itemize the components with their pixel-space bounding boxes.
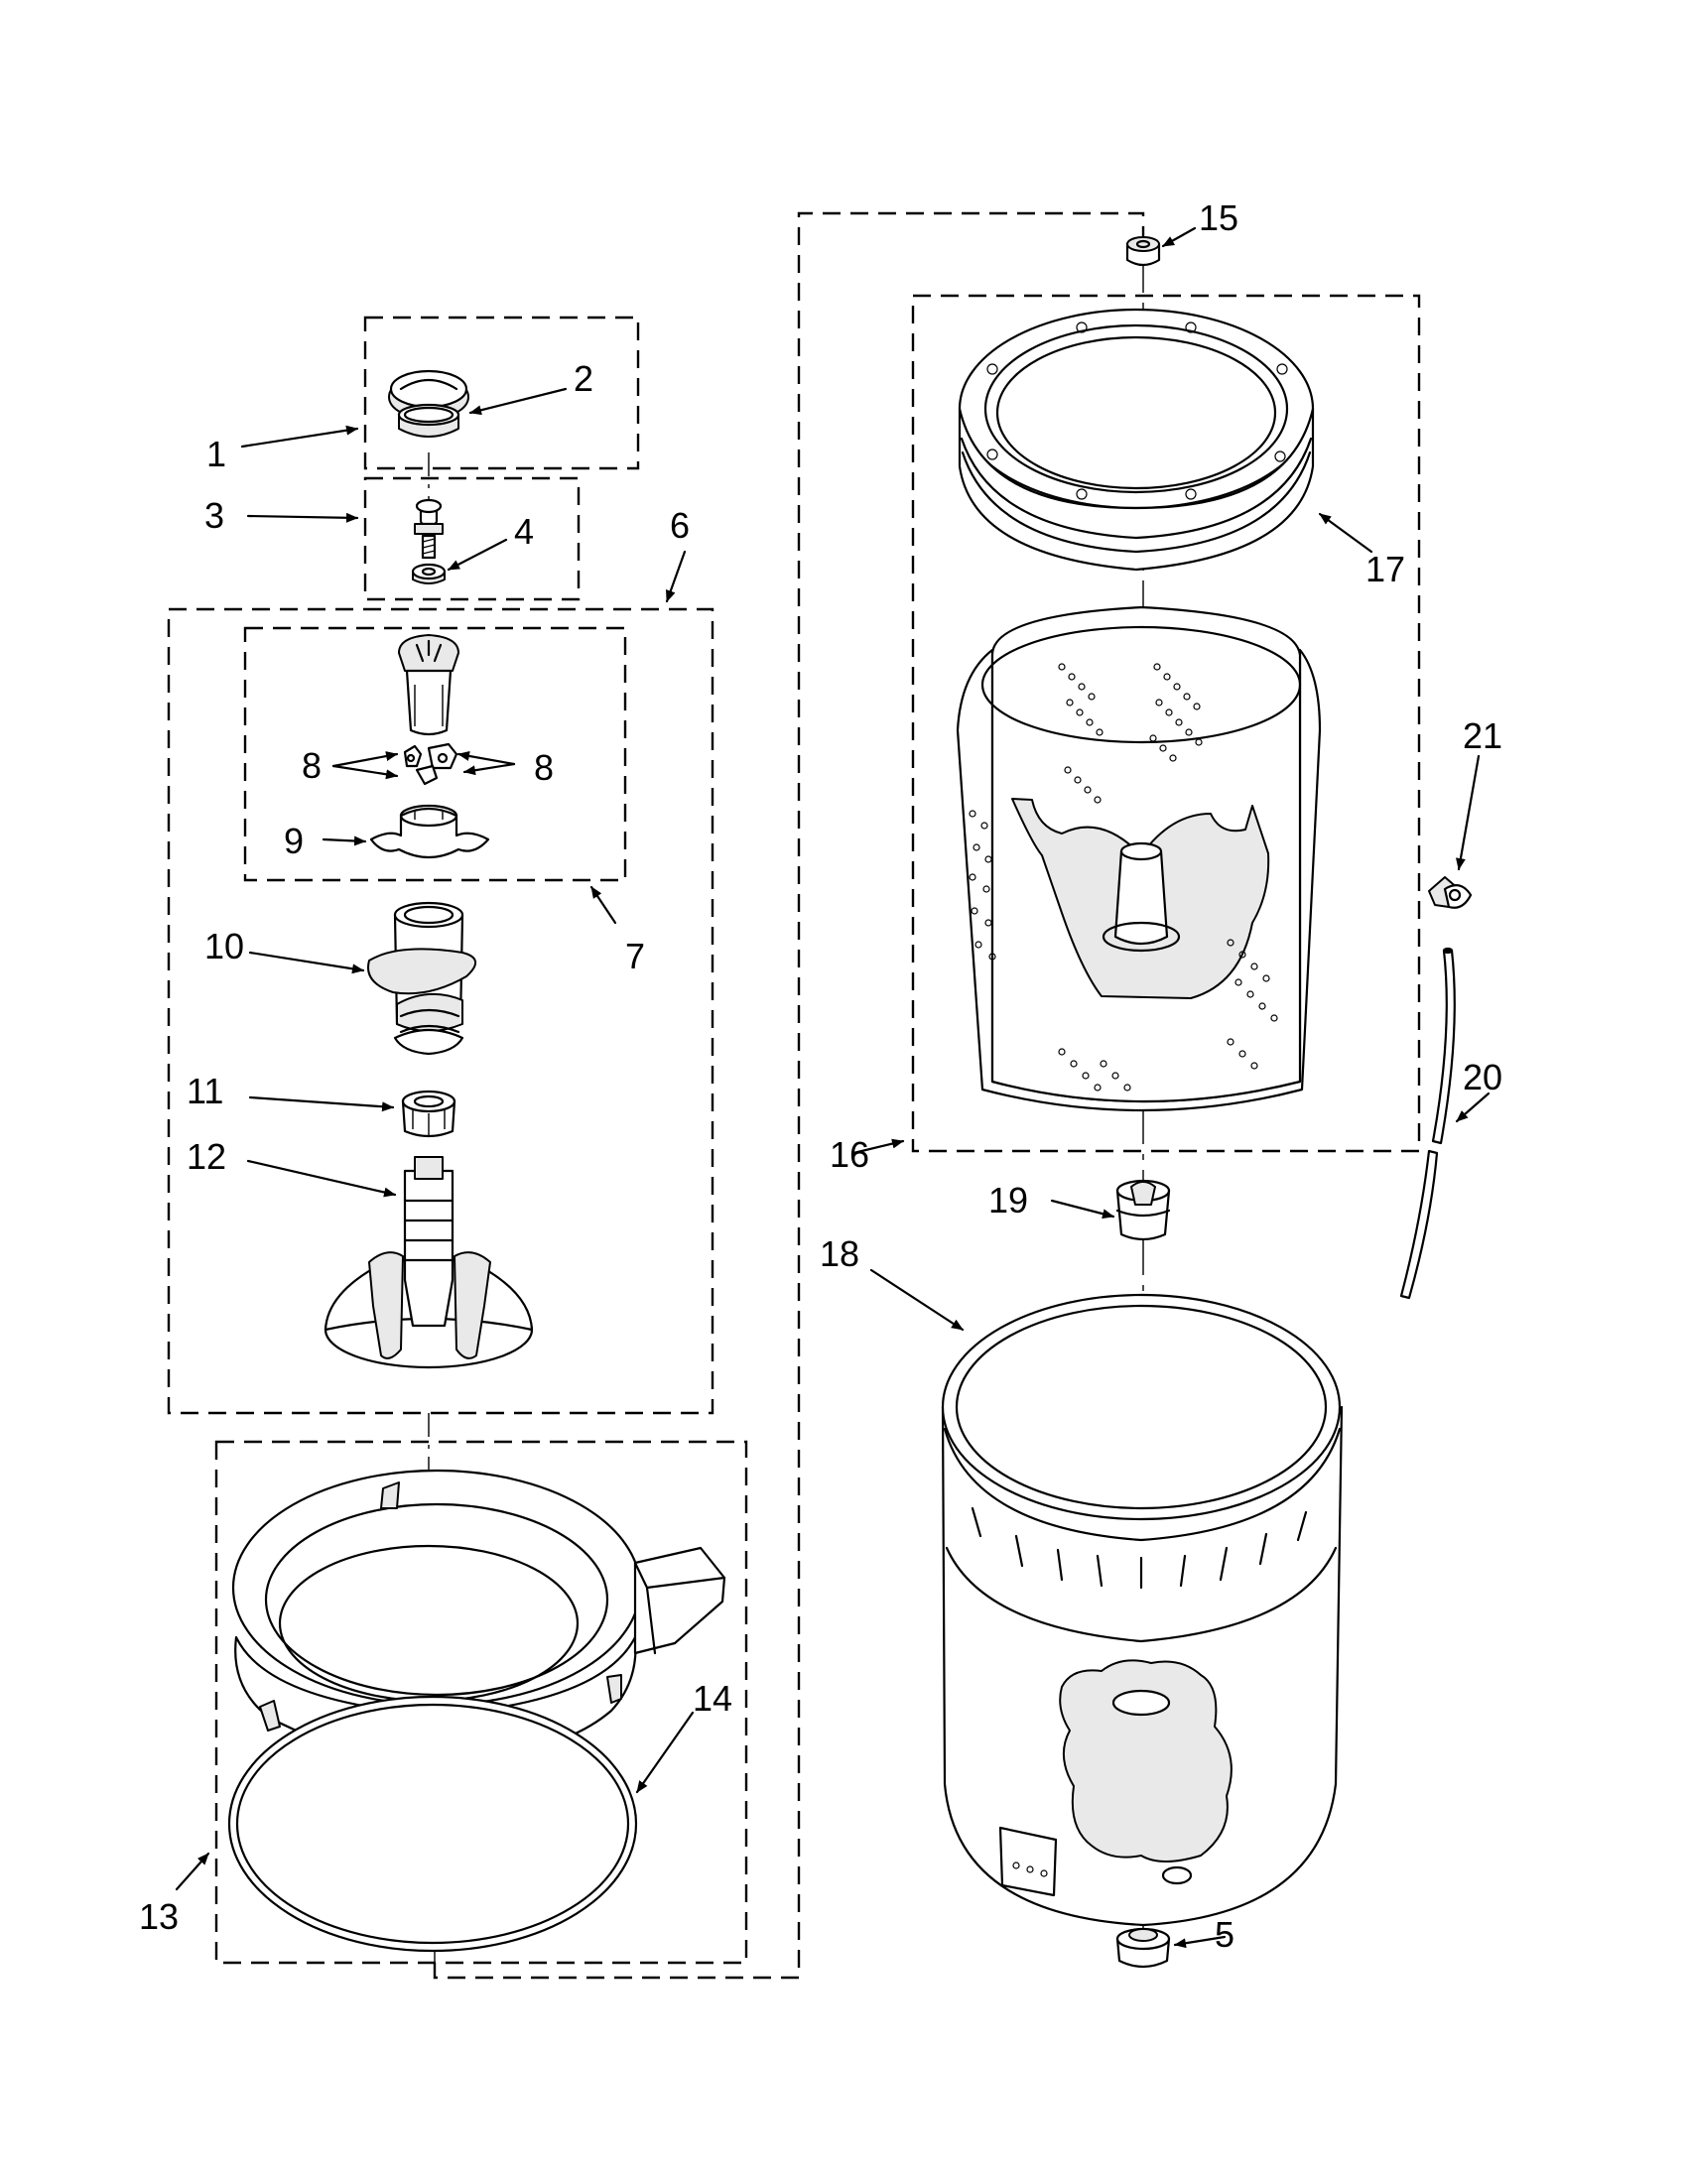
callout-12: 12	[187, 1136, 226, 1177]
group-box-1-2	[363, 316, 640, 470]
group-box-3-4	[363, 476, 581, 601]
group-box-16	[911, 294, 1421, 1153]
callout-18: 18	[820, 1233, 859, 1274]
callout-2: 2	[574, 358, 593, 399]
seal-ring-part	[397, 403, 460, 438]
dog-plate-part	[369, 804, 490, 859]
group-box-6	[167, 607, 714, 1415]
callout-16: 16	[830, 1134, 869, 1175]
callout-3: 3	[204, 495, 224, 536]
outer-tub-part	[941, 1293, 1344, 1927]
hose-clip-part	[1428, 876, 1473, 909]
callout-17: 17	[1365, 549, 1405, 589]
callout-20: 20	[1463, 1057, 1502, 1097]
agitator-dog-left-part	[403, 744, 423, 768]
gasket-ring-part	[227, 1695, 638, 1953]
callout-7: 7	[625, 936, 645, 976]
bolt-part	[414, 498, 444, 560]
drive-tube-adapter-part	[1115, 1179, 1171, 1241]
nut-part	[1125, 236, 1161, 267]
callout-1: 1	[206, 434, 226, 474]
drain-plug-part	[1115, 1927, 1171, 1969]
callout-21: 21	[1463, 715, 1502, 756]
link-dashed-line	[433, 211, 1145, 1980]
callout-8-right: 8	[534, 747, 554, 788]
washer-part	[411, 563, 447, 584]
agitator-dog-center-part	[415, 764, 439, 786]
group-box-13	[214, 1440, 748, 1965]
agitator-cam-part	[398, 634, 459, 736]
agitator-dog-right-part	[427, 742, 458, 770]
callout-11: 11	[187, 1071, 223, 1111]
callout-9: 9	[284, 821, 304, 861]
leader-arrows	[175, 226, 1491, 1949]
hose-part	[1399, 947, 1456, 1300]
bearing-part	[401, 1090, 456, 1138]
callout-5: 5	[1215, 1914, 1234, 1955]
callout-15: 15	[1199, 197, 1238, 238]
balance-ring-part	[958, 308, 1315, 572]
callout-6: 6	[670, 505, 690, 546]
group-box-7	[243, 626, 627, 882]
callout-8-left: 8	[302, 745, 322, 786]
agitator-base-part	[324, 1156, 534, 1369]
callout-14: 14	[693, 1678, 732, 1719]
basket-holes	[969, 663, 1278, 1092]
callout-13: 13	[139, 1896, 179, 1937]
callout-4: 4	[514, 511, 534, 552]
callout-10: 10	[204, 926, 244, 966]
callout-19: 19	[988, 1180, 1028, 1220]
wash-basket-part	[956, 605, 1322, 1112]
auger-part	[367, 901, 476, 1056]
